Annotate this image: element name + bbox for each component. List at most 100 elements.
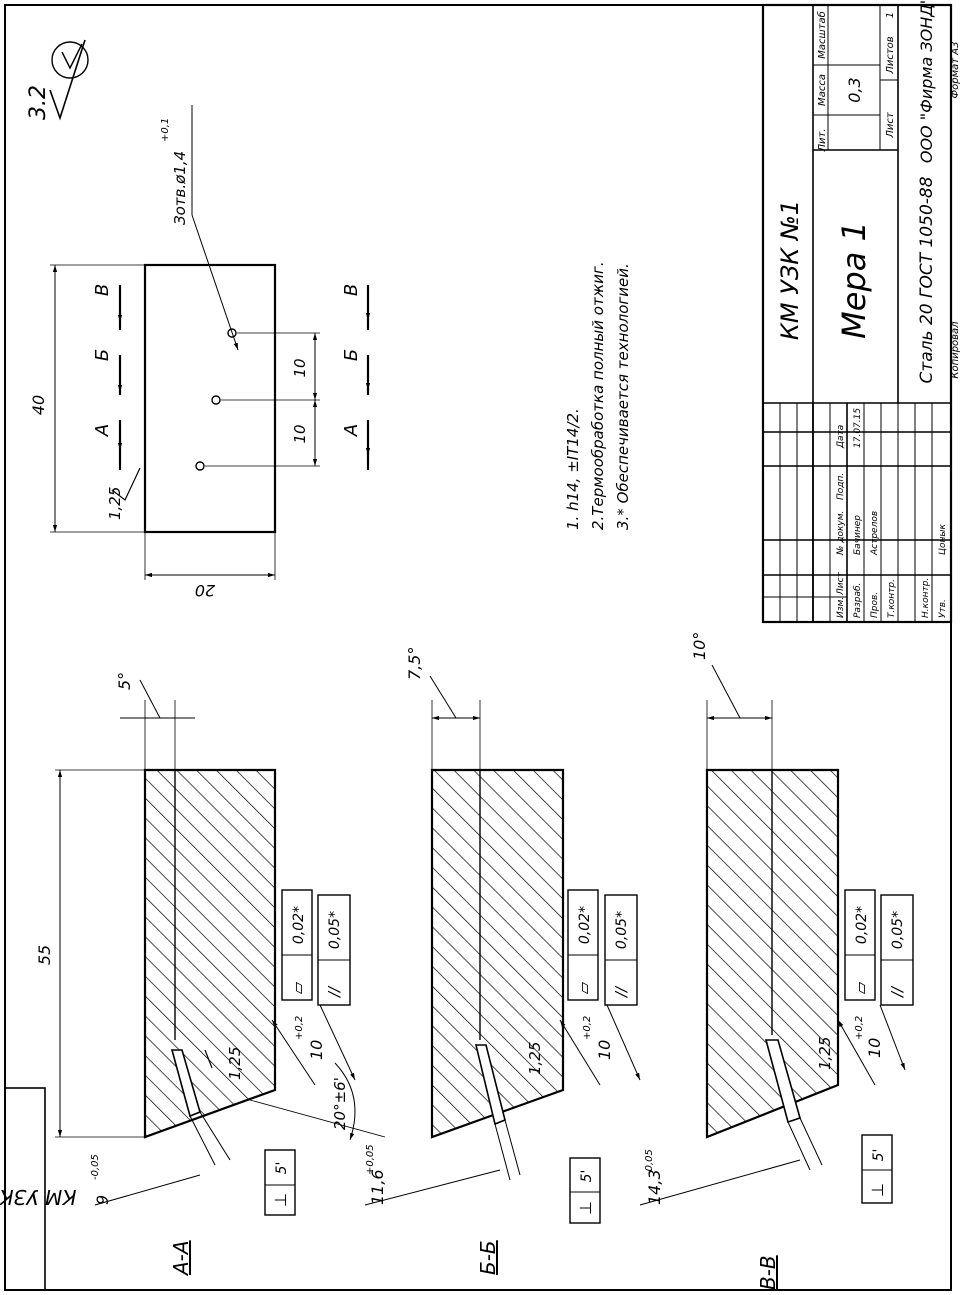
hole-callout: Зотв.ø1,4	[171, 151, 189, 225]
main-height-dim: 20	[195, 581, 215, 600]
cut-label-a-bottom: А	[341, 424, 362, 437]
section-c-depth: 14,3	[645, 1169, 664, 1205]
section-c-parallel-symbol: //	[888, 985, 906, 999]
revision-cell: 17.07.15	[853, 408, 863, 448]
section-a-perp-symbol: ⊥	[271, 1193, 290, 1207]
section-a-angle: 5°	[115, 672, 134, 690]
section-a-roughness: 1,25	[226, 1047, 244, 1080]
section-b-label: Б-Б	[476, 1240, 500, 1275]
hole-spacing-1: 10	[291, 358, 309, 377]
section-c-flatness: 0,02*	[854, 906, 870, 944]
revision-cell: Дата	[836, 425, 846, 449]
section-b-slot-tol: +0,2	[582, 1016, 593, 1040]
section-b-flat-symbol: ▱	[574, 981, 593, 994]
revision-cell: Пров.	[870, 592, 880, 618]
title-mass: 0,3	[845, 77, 864, 102]
revision-cell: Разраб.	[853, 583, 863, 618]
section-b-roughness: 1,25	[526, 1042, 544, 1075]
section-b-slot: 10	[595, 1040, 614, 1060]
section-b-depth-tol: +0,05	[365, 1144, 376, 1175]
corner-stamp-text: КМ УЗК №1	[0, 1185, 76, 1209]
section-b-perp: 5'	[579, 1170, 595, 1183]
title-lit-label: Лит.	[817, 128, 828, 152]
cut-label-c-bottom: В	[341, 284, 362, 296]
cut-label-b-bottom: Б	[341, 349, 362, 361]
section-c-parallelism: 0,05*	[890, 911, 906, 949]
section-c-depth-tol: -0,05	[644, 1149, 655, 1175]
section-a: 55 5° 9 -0,05 1,25 ▱ 0,02* // 0,05* ⊥ 5'…	[35, 672, 386, 1277]
note-2: 2.Термообработка полный отжиг.	[589, 261, 607, 530]
title-mass-label: Масса	[817, 74, 828, 106]
section-b-depth: 11,6	[368, 1169, 387, 1205]
section-a-flatness: 0,02*	[291, 906, 307, 944]
section-a-depth-tol: -0,05	[90, 1154, 101, 1180]
note-3: 3.* Обеспечивается технологией.	[614, 263, 632, 530]
title-company: ООО "Фирма ЗОНД"	[917, 0, 936, 163]
corner-stamp: КМ УЗК №1	[0, 1087, 76, 1291]
section-a-parallel-symbol: //	[325, 985, 343, 999]
section-c-slot-tol: +0,2	[854, 1016, 865, 1040]
section-b-flatness: 0,02*	[577, 906, 593, 944]
title-scale-label: Масштаб	[816, 11, 828, 59]
revision-cell: Лист	[836, 571, 846, 596]
section-c-label: В-В	[756, 1255, 780, 1290]
title-material: Сталь 20 ГОСТ 1050-88	[917, 176, 937, 383]
title-block: КМ УЗК №1 Мера 1 Сталь 20 ГОСТ 1050-88 О…	[761, 0, 960, 624]
cut-label-a-top: А	[92, 424, 113, 437]
general-roughness-value: 3.2	[26, 85, 51, 120]
section-c-perp: 5'	[871, 1149, 887, 1162]
main-view-outline	[143, 263, 277, 534]
section-a-perp: 5'	[274, 1162, 290, 1175]
title-designation: КМ УЗК №1	[776, 200, 804, 340]
revision-cell: Н.контр.	[921, 578, 931, 618]
section-a-slot: 10	[307, 1040, 326, 1060]
sheet-border	[4, 4, 952, 1291]
section-c-roughness: 1,25	[816, 1037, 834, 1070]
cut-label-b-top: Б	[92, 349, 113, 361]
section-b-parallel-symbol: //	[612, 985, 630, 999]
hole-spacing-2: 10	[291, 424, 309, 443]
section-b-angle: 7,5°	[405, 647, 424, 680]
hole-callout-tol: +0,1	[160, 118, 171, 142]
section-a-depth: 9	[93, 1195, 112, 1205]
section-a-slot-tol: +0,2	[294, 1016, 305, 1040]
title-sheets-label: Листов	[885, 36, 896, 74]
title-name: Мера 1	[835, 221, 873, 339]
section-a-label: А-А	[169, 1240, 193, 1277]
revision-cell: Изм.	[836, 597, 846, 618]
hole	[211, 395, 221, 405]
main-roughness: 1,25	[106, 487, 124, 520]
section-b-perp-symbol: ⊥	[576, 1201, 595, 1215]
section-a-parallelism: 0,05*	[327, 911, 343, 949]
title-sheet-label: Лист	[885, 111, 896, 139]
main-width-dim: 40	[29, 395, 48, 415]
revision-cell: Цонык	[938, 524, 948, 555]
section-a-flat-symbol: ▱	[288, 981, 307, 994]
title-sheets: 1	[885, 12, 896, 18]
revision-cell: Т.контр.	[887, 579, 897, 618]
title-copied: Копировал	[950, 321, 960, 379]
main-view: 40 20 1,25 10 10 Зотв.ø1,4 +0,1 А Б	[29, 105, 371, 600]
cut-markers-right: А Б В	[341, 284, 371, 470]
title-format: Формат А3	[950, 42, 960, 99]
section-c-perp-symbol: ⊥	[868, 1183, 887, 1197]
note-1: 1. h14, ±IT14/2.	[564, 408, 582, 530]
revision-cell: Бачинер	[853, 515, 863, 555]
section-b: 7,5° 11,6 +0,05 1,25 ▱ 0,02* // 0,05* ⊥ …	[364, 647, 641, 1275]
section-c-slot: 10	[865, 1038, 884, 1058]
hole	[227, 328, 237, 338]
general-roughness: 3.2	[26, 39, 89, 121]
length-dim: 55	[35, 945, 54, 965]
section-a-incline: 20°±6'	[331, 1077, 349, 1130]
cut-markers-left: А Б В	[92, 284, 123, 470]
hole	[195, 461, 205, 471]
revision-cell: Астрелов	[870, 511, 880, 556]
revision-cell: № докум.	[836, 511, 846, 556]
revision-cell: Утв.	[938, 599, 948, 618]
notes: 1. h14, ±IT14/2. 2.Термообработка полный…	[564, 261, 632, 530]
section-c-angle: 10°	[690, 632, 709, 660]
section-c: 10° 14,3 -0,05 1,25 ▱ 0,02* // 0,05* ⊥ 5…	[639, 632, 914, 1290]
